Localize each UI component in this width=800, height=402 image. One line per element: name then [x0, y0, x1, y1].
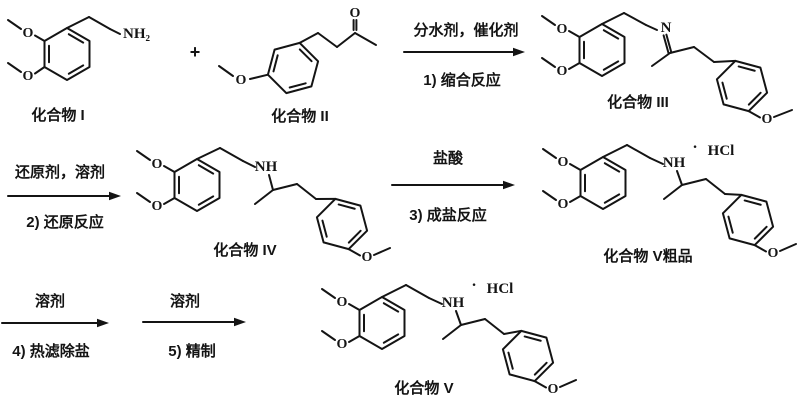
compound-iv: O O NH O 化合物 IV: [132, 138, 394, 273]
operation-text: 3) 成盐反应: [409, 206, 487, 224]
compound-v-crude-label: 化合物 V粗品: [603, 247, 692, 265]
oxygen-label: O: [337, 295, 348, 310]
step-2: 还原剂，溶剂 2) 还原反应: [2, 150, 132, 247]
compound-v-crude-structure: O O NH · HCl O 化合物 V粗品: [542, 139, 797, 265]
compound-ii: O O 化合物 II: [204, 4, 390, 133]
bonds: [542, 144, 797, 253]
compound-i: O O NH₂ 化合物 I: [6, 4, 192, 135]
compound-ii-label: 化合物 II: [271, 107, 329, 125]
compound-iii-structure: O O N O 化合物 III: [541, 12, 793, 127]
reaction-arrow-3: 盐酸 3) 成盐反应: [391, 149, 515, 224]
oxygen-label: O: [558, 197, 569, 212]
oxygen-label: O: [236, 73, 247, 88]
reaction-arrow-1: 分水剂，催化剂 1) 缩合反应: [403, 21, 525, 89]
oxygen-label: O: [557, 64, 568, 79]
reagent-text: 还原剂，溶剂: [14, 163, 105, 181]
operation-text: 2) 还原反应: [26, 213, 104, 231]
plus-sign: +: [189, 42, 201, 62]
oxygen-label: O: [152, 157, 163, 172]
oxygen-label: O: [362, 250, 373, 265]
benzene-ring: [579, 156, 627, 210]
oxygen-label: O: [762, 112, 773, 127]
reagent-text: 分水剂，催化剂: [413, 21, 518, 39]
reaction-arrow-2: 还原剂，溶剂 2) 还原反应: [7, 163, 121, 231]
benzene-ring: [721, 193, 775, 247]
imine-nitrogen-label: N: [661, 20, 672, 36]
compound-iv-label: 化合物 IV: [213, 241, 276, 259]
amine-label: NH: [255, 159, 278, 175]
arrow-head: [513, 47, 525, 57]
compound-v-crude: O O NH · HCl O 化合物 V粗品: [520, 132, 800, 273]
bonds: [321, 284, 577, 389]
oxygen-label: O: [152, 199, 163, 214]
step-3: 盐酸 3) 成盐反应: [386, 142, 518, 235]
oxygen-label: O: [558, 155, 569, 170]
bonds: [218, 19, 377, 95]
hcl-label: HCl: [708, 143, 735, 159]
bonds: [541, 12, 793, 119]
oxygen-label: O: [548, 382, 559, 397]
step-5: 溶剂 5) 精制: [140, 280, 258, 377]
hcl-label: HCl: [487, 281, 514, 297]
benzene-ring: [173, 158, 221, 212]
oxygen-label: O: [557, 22, 568, 37]
carbonyl-oxygen-label: O: [350, 6, 361, 21]
amine-label: NH: [663, 155, 686, 171]
benzene-ring: [266, 41, 320, 95]
reagent-text: 溶剂: [35, 292, 65, 310]
benzene-ring: [315, 197, 369, 251]
benzene-ring: [578, 23, 626, 77]
oxygen-label: O: [337, 337, 348, 352]
compound-ii-structure: O O 化合物 II: [218, 6, 377, 125]
arrow-head: [97, 318, 109, 328]
bonds: [136, 147, 391, 257]
step-1: 分水剂，催化剂 1) 缩合反应: [396, 14, 536, 101]
salt-dot: ·: [471, 277, 476, 294]
compound-v-structure: O O NH · HCl O 化合物 V: [321, 277, 577, 397]
compound-i-structure: O O NH₂ 化合物 I: [7, 16, 151, 124]
amine-label: NH: [442, 295, 465, 311]
reaction-arrow-5: 溶剂 5) 精制: [142, 292, 246, 360]
compound-v-label: 化合物 V: [394, 379, 453, 397]
oxygen-label: O: [23, 69, 34, 84]
operation-text: 1) 缩合反应: [423, 71, 501, 89]
compound-v: O O NH · HCl O 化合物 V: [296, 268, 596, 402]
reagent-text: 盐酸: [433, 149, 464, 167]
operation-text: 5) 精制: [168, 342, 216, 360]
oxygen-label: O: [768, 246, 779, 261]
oxygen-label: O: [23, 26, 34, 41]
benzene-ring: [358, 296, 406, 350]
salt-dot: ·: [692, 139, 697, 156]
benzene-ring: [501, 329, 555, 383]
compound-i-label: 化合物 I: [31, 106, 84, 124]
benzene-ring: [43, 27, 91, 81]
arrow-head: [109, 191, 121, 201]
arrow-head: [503, 180, 515, 190]
step-4: 溶剂 4) 热滤除盐: [0, 280, 122, 377]
compound-iii: O O N O 化合物 III: [536, 2, 800, 133]
reaction-arrow-4: 溶剂 4) 热滤除盐: [1, 292, 109, 360]
operation-text: 4) 热滤除盐: [12, 342, 90, 360]
bonds: [7, 16, 121, 81]
compound-iv-structure: O O NH O 化合物 IV: [136, 147, 391, 265]
reagent-text: 溶剂: [170, 292, 200, 310]
arrow-head: [234, 317, 246, 327]
amine-label: NH₂: [123, 26, 151, 42]
benzene-ring: [715, 59, 769, 113]
compound-iii-label: 化合物 III: [607, 93, 669, 111]
